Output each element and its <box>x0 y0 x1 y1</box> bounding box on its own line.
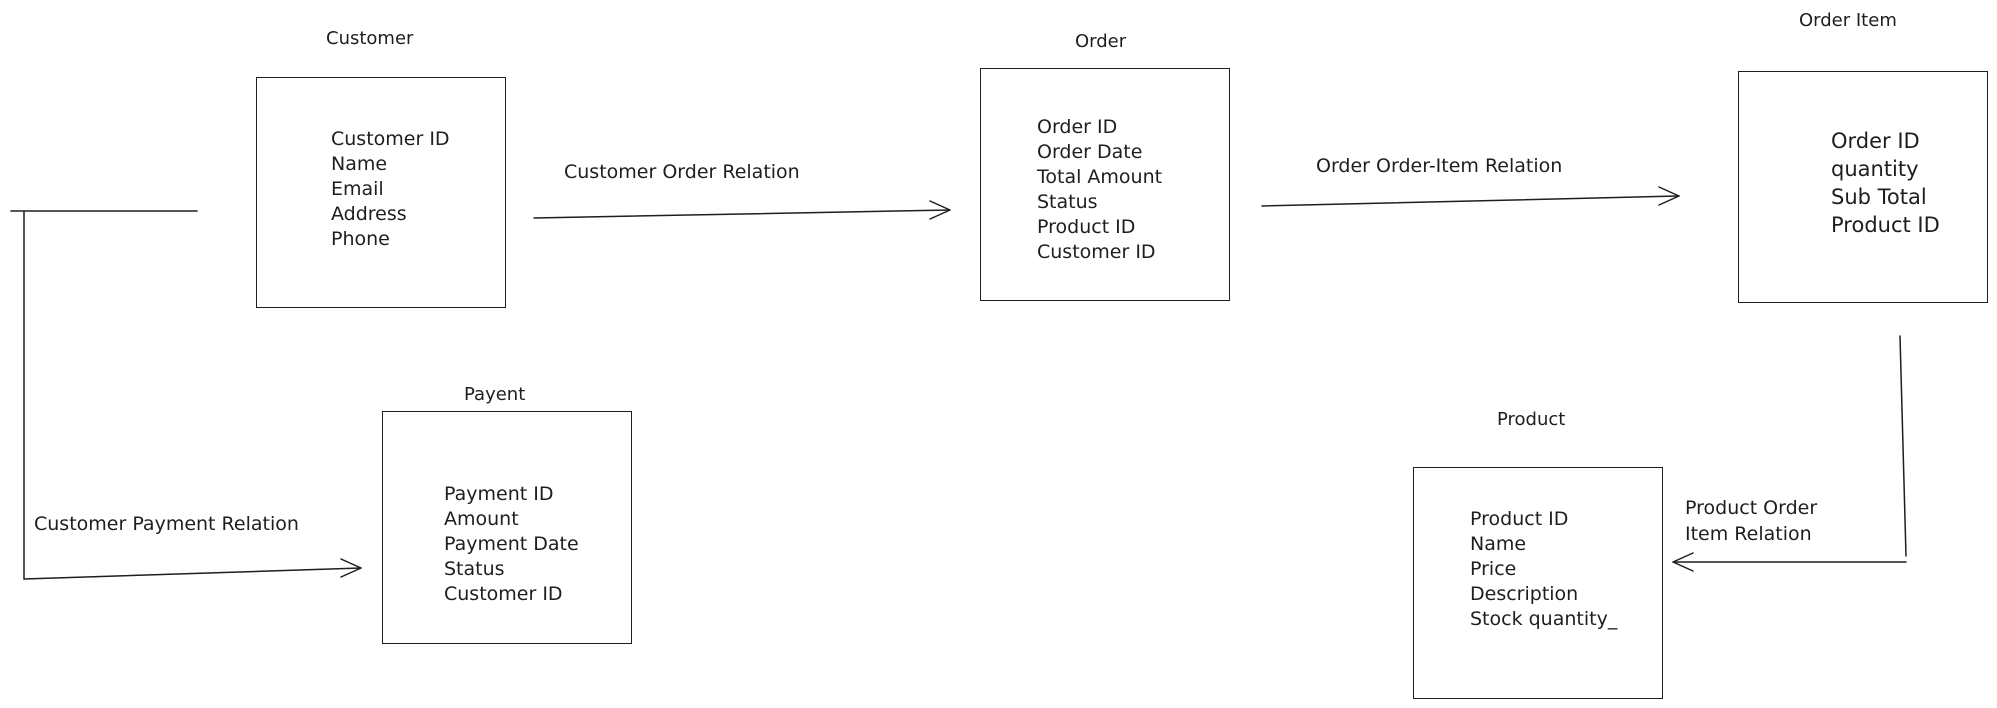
order-orderitem-arrow <box>1261 195 1680 207</box>
product-field: Price <box>1470 558 1517 580</box>
customer-field: Email <box>331 178 384 200</box>
orderitem-field: Order ID <box>1831 129 1920 153</box>
order-entity-box[interactable] <box>980 68 1230 301</box>
order-field: Total Amount <box>1037 166 1163 188</box>
payment-field: Status <box>444 558 505 580</box>
customer-field-list: Customer ID Name Email Address Phone <box>331 127 450 252</box>
order-entity-title: Order <box>1075 31 1127 52</box>
product-field-list: Product ID Name Price Description Stock … <box>1470 507 1617 632</box>
customer-field: Address <box>331 203 407 225</box>
customer-entity-title: Customer <box>326 28 414 49</box>
product-field: Name <box>1470 533 1527 555</box>
orderitem-entity-box[interactable] <box>1738 71 1988 303</box>
customer-order-arrow <box>533 209 951 219</box>
product-orderitem-relation-label: Product Order Item Relation <box>1685 495 1817 547</box>
customer-field: Name <box>331 153 388 175</box>
customer-field: Customer ID <box>331 128 450 150</box>
product-field: Description <box>1470 583 1579 605</box>
customer-order-arrowhead <box>929 200 951 220</box>
payment-field: Payment Date <box>444 533 579 555</box>
customer-field: Phone <box>331 228 390 250</box>
orderitem-field: Sub Total <box>1831 185 1927 209</box>
payment-field: Amount <box>444 508 519 530</box>
order-field: Order ID <box>1037 116 1118 138</box>
customer-payment-arrow <box>23 567 362 580</box>
orderitem-product-arrowhead <box>1672 552 1694 572</box>
customer-entity-box[interactable] <box>256 77 506 308</box>
order-field: Customer ID <box>1037 241 1156 263</box>
relation-label-line: Product Order <box>1685 497 1818 519</box>
payment-field: Customer ID <box>444 583 563 605</box>
order-field: Product ID <box>1037 216 1136 238</box>
orderitem-field-list: Order ID quantity Sub Total Product ID <box>1831 127 1940 239</box>
customer-payment-relation-label: Customer Payment Relation <box>34 513 299 535</box>
order-field: Order Date <box>1037 141 1143 163</box>
payment-field-list: Payment ID Amount Payment Date Status Cu… <box>444 482 579 607</box>
order-field: Status <box>1037 191 1098 213</box>
orderitem-product-vertical-line <box>1899 335 1907 557</box>
orderitem-field: Product ID <box>1831 213 1940 237</box>
payment-entity-box[interactable] <box>382 411 632 644</box>
orderitem-field: quantity <box>1831 157 1919 181</box>
order-field-list: Order ID Order Date Total Amount Status … <box>1037 115 1162 265</box>
customer-order-relation-label: Customer Order Relation <box>564 161 800 183</box>
order-orderitem-arrowhead <box>1658 186 1680 206</box>
orderitem-entity-title: Order Item <box>1799 10 1897 31</box>
product-entity-title: Product <box>1497 409 1566 430</box>
product-field: Stock quantity_ <box>1470 608 1618 630</box>
customer-payment-arrowhead <box>340 558 362 578</box>
payment-entity-title: Payent <box>464 384 526 405</box>
relation-label-line: Item Relation <box>1685 523 1812 545</box>
payment-field: Payment ID <box>444 483 554 505</box>
product-entity-box[interactable] <box>1413 467 1663 699</box>
product-field: Product ID <box>1470 508 1569 530</box>
order-orderitem-relation-label: Order Order-Item Relation <box>1316 155 1563 177</box>
